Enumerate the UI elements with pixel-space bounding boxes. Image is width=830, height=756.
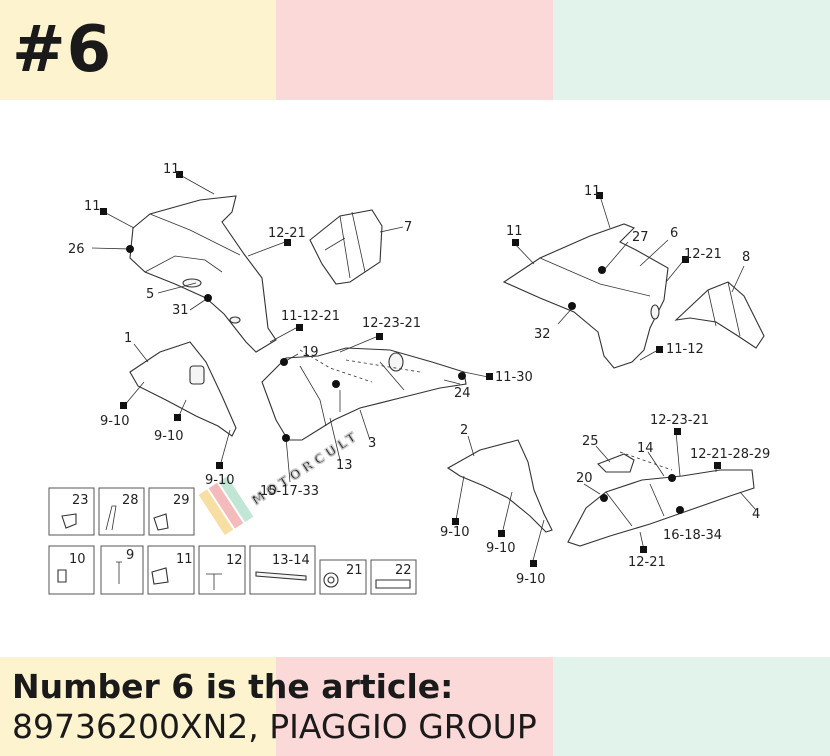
part-3-belly-pan-left[interactable]: [261, 347, 467, 441]
hardware-item-23[interactable]: 23: [48, 487, 95, 536]
part-25-bracket[interactable]: [597, 453, 635, 473]
label-5: 5: [146, 287, 154, 302]
label-9-10: 9-10: [440, 525, 470, 540]
label-12-21: 12-21: [684, 247, 722, 262]
part-left-upper-fairing[interactable]: [129, 195, 277, 353]
label-7: 7: [404, 220, 412, 235]
label-26: 26: [68, 242, 85, 257]
label-12-23-21: 12-23-21: [650, 413, 709, 428]
label-32: 32: [534, 327, 551, 342]
hardware-item-22[interactable]: 22: [370, 559, 417, 595]
hardware-item-29[interactable]: 29: [148, 487, 195, 536]
part-1-inner-panel[interactable]: [129, 341, 237, 437]
label-2: 2: [460, 423, 468, 438]
svg-text:11: 11: [176, 552, 193, 567]
parts-diagram: MOTORCULT: [48, 162, 770, 595]
label-12-21: 12-21: [268, 226, 306, 241]
label-11-30: 11-30: [495, 370, 533, 385]
label-1: 1: [124, 331, 132, 346]
label-9-10: 9-10: [154, 429, 184, 444]
caption-title: Number 6 is the article:: [12, 667, 454, 706]
top-color-band: [0, 0, 830, 100]
part-8-bracket[interactable]: [674, 281, 765, 349]
marker-dots: [126, 245, 684, 514]
hardware-item-11[interactable]: 11: [147, 545, 195, 595]
svg-text:13-14: 13-14: [272, 553, 310, 568]
hardware-item-21[interactable]: 21: [319, 559, 367, 595]
label-9-10: 9-10: [486, 541, 516, 556]
label-27: 27: [632, 230, 649, 245]
label-11: 11: [163, 162, 180, 177]
label-16-18-34: 16-18-34: [663, 528, 722, 543]
hardware-item-12[interactable]: 12: [198, 545, 246, 595]
label-12-21-28-29: 12-21-28-29: [690, 447, 770, 462]
caption-article-number: 89736200XN2, PIAGGIO GROUP: [12, 707, 537, 746]
label-8: 8: [742, 250, 750, 265]
hardware-item-9[interactable]: 9: [100, 545, 144, 595]
svg-text:22: 22: [395, 563, 412, 578]
label-14: 14: [637, 441, 654, 456]
svg-text:23: 23: [72, 493, 89, 508]
hardware-legend: 23 28 29 10 9 11 12: [48, 487, 417, 595]
marker-squares: [100, 171, 721, 567]
label-25: 25: [582, 434, 599, 449]
svg-text:21: 21: [346, 563, 363, 578]
label-9-10: 9-10: [205, 473, 235, 488]
label-3: 3: [368, 436, 376, 451]
label-12-21: 12-21: [628, 555, 666, 570]
leader-lines: [91, 174, 757, 565]
svg-text:12: 12: [226, 553, 243, 568]
svg-text:10: 10: [69, 552, 86, 567]
label-13: 13: [336, 458, 353, 473]
label-11-12: 11-12: [666, 342, 704, 357]
label-11-12-21: 11-12-21: [281, 309, 340, 324]
part-7-duct[interactable]: [309, 209, 383, 285]
label-15-17-33: 15-17-33: [260, 484, 319, 499]
part-2-inner-panel[interactable]: [446, 439, 553, 533]
svg-text:29: 29: [173, 493, 190, 508]
svg-text:28: 28: [122, 493, 139, 508]
hardware-item-28[interactable]: 28: [98, 487, 145, 536]
part-6-right-fairing[interactable]: [502, 223, 669, 369]
label-31: 31: [172, 303, 189, 318]
part-4-belly-pan-right[interactable]: [567, 469, 755, 547]
label-19: 19: [302, 345, 319, 360]
label-9-10: 9-10: [516, 572, 546, 587]
label-4: 4: [752, 507, 760, 522]
label-24: 24: [454, 386, 471, 401]
label-11: 11: [84, 199, 101, 214]
label-11: 11: [506, 224, 523, 239]
bottom-color-band: [0, 657, 830, 756]
hardware-item-10[interactable]: 10: [48, 545, 95, 595]
label-20: 20: [576, 471, 593, 486]
label-9-10: 9-10: [100, 414, 130, 429]
hardware-item-13-14[interactable]: 13-14: [249, 545, 316, 595]
page-number: #6: [12, 13, 113, 87]
label-11: 11: [584, 184, 601, 199]
svg-text:9: 9: [126, 548, 134, 563]
label-6: 6: [670, 226, 678, 241]
callout-labels: 11 11 26 5 31 12-21 11-12-21 7 1 9-10 9-…: [68, 162, 770, 587]
label-12-23-21: 12-23-21: [362, 316, 421, 331]
